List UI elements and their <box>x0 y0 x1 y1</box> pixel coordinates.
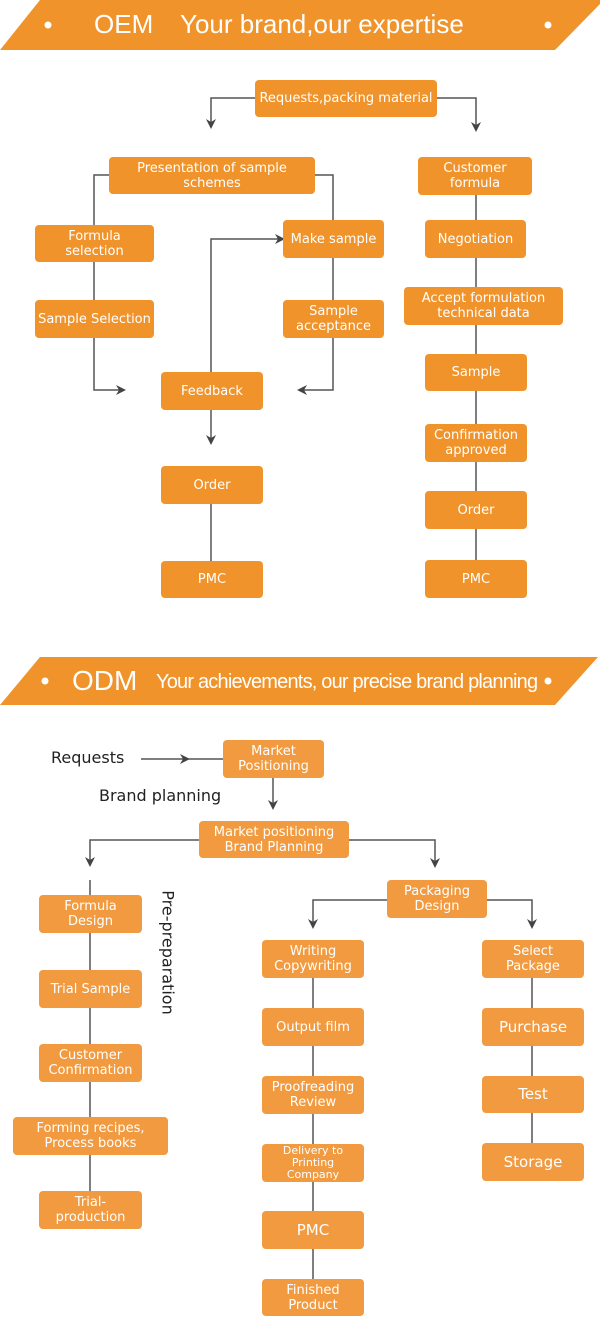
oem-banner-subtitle: Your brand,our expertise <box>180 9 464 39</box>
oem-banner-title: OEM <box>94 9 154 39</box>
odm-purchase-box: Purchase <box>482 1008 584 1046</box>
oem-banner-dot-right <box>544 21 552 29</box>
odm-banner-subtitle: Your achievements, our precise brand pla… <box>156 671 538 693</box>
odm-line-packaging-right <box>487 899 537 929</box>
odm-brand-planning-label: Brand planning <box>99 786 222 805</box>
oem-accept-formulation-box: Accept formulation technical data <box>404 287 563 325</box>
oem-customer-formula-box: Customer formula <box>418 157 532 195</box>
oem-line-presentation-right <box>315 174 334 220</box>
oem-line-to-customer-formula <box>437 97 481 132</box>
odm-delivery-printing-box: Delivery to Printing Company <box>262 1144 364 1182</box>
odm-output-film-box: Output film <box>262 1008 364 1046</box>
oem-presentation-box: Presentation of sample schemes <box>109 157 315 194</box>
odm-requests-label: Requests <box>51 748 125 767</box>
odm-market-positioning-box: Market Positioning <box>223 740 324 778</box>
oem-feedback-box: Feedback <box>161 372 263 410</box>
odm-customer-confirmation-box: Customer Confirmation <box>39 1044 142 1082</box>
oem-confirmation-box: Confirmation approved <box>425 424 527 462</box>
oem-sample-box: Sample <box>425 354 527 391</box>
oem-banner-dot-left <box>44 21 52 29</box>
oem-requests-box: Requests,packing material <box>255 80 437 117</box>
oem-pmc-right-box: PMC <box>425 560 527 598</box>
odm-banner-title: ODM <box>72 665 138 696</box>
oem-line-to-presentation <box>206 97 255 129</box>
oem-order-left-box: Order <box>161 466 263 504</box>
odm-line-packaging-left <box>308 899 387 929</box>
oem-line-acceptance-to-feedback <box>297 338 334 395</box>
odm-storage-box: Storage <box>482 1143 584 1181</box>
oem-line-feedback-to-make <box>210 234 285 372</box>
odm-formula-design-box: Formula Design <box>39 895 142 933</box>
oem-order-right-box: Order <box>425 491 527 529</box>
odm-line-to-left-chain <box>85 839 199 867</box>
odm-test-box: Test <box>482 1076 584 1113</box>
odm-select-package-box: Select Package <box>482 940 584 978</box>
oem-pmc-left-box: PMC <box>161 561 263 598</box>
odm-banner-shape <box>0 657 598 705</box>
oem-line-presentation-left <box>93 174 109 225</box>
odm-trial-sample-box: Trial Sample <box>39 970 142 1008</box>
odm-finished-product-box: Finished Product <box>262 1279 364 1316</box>
oem-sample-acceptance-box: Sample acceptance <box>283 300 384 338</box>
odm-proofreading-review-box: Proofreading Review <box>262 1076 364 1114</box>
odm-packaging-design-box: Packaging Design <box>387 880 487 918</box>
odm-mp-brand-planning-box: Market positioning Brand Planning <box>199 821 349 858</box>
oem-make-sample-box: Make sample <box>283 220 384 258</box>
oem-formula-selection-box: Formula selection <box>35 225 154 262</box>
odm-trial-production-box: Trial-production <box>39 1191 142 1229</box>
odm-pmc-box: PMC <box>262 1211 364 1249</box>
odm-pre-preparation-label: Pre-preparation <box>158 890 178 1015</box>
odm-forming-recipes-box: Forming recipes, Process books <box>13 1117 168 1155</box>
odm-banner-dot-right <box>544 677 552 685</box>
oem-negotiation-box: Negotiation <box>425 220 526 258</box>
odm-line-to-packaging <box>349 839 440 868</box>
odm-banner-dot-left <box>41 677 49 685</box>
odm-writing-copywriting-box: Writing Copywriting <box>262 940 364 978</box>
oem-banner-shape <box>0 0 600 50</box>
oem-line-sample-sel-to-feedback <box>93 338 126 395</box>
oem-sample-selection-box: Sample Selection <box>35 300 154 338</box>
